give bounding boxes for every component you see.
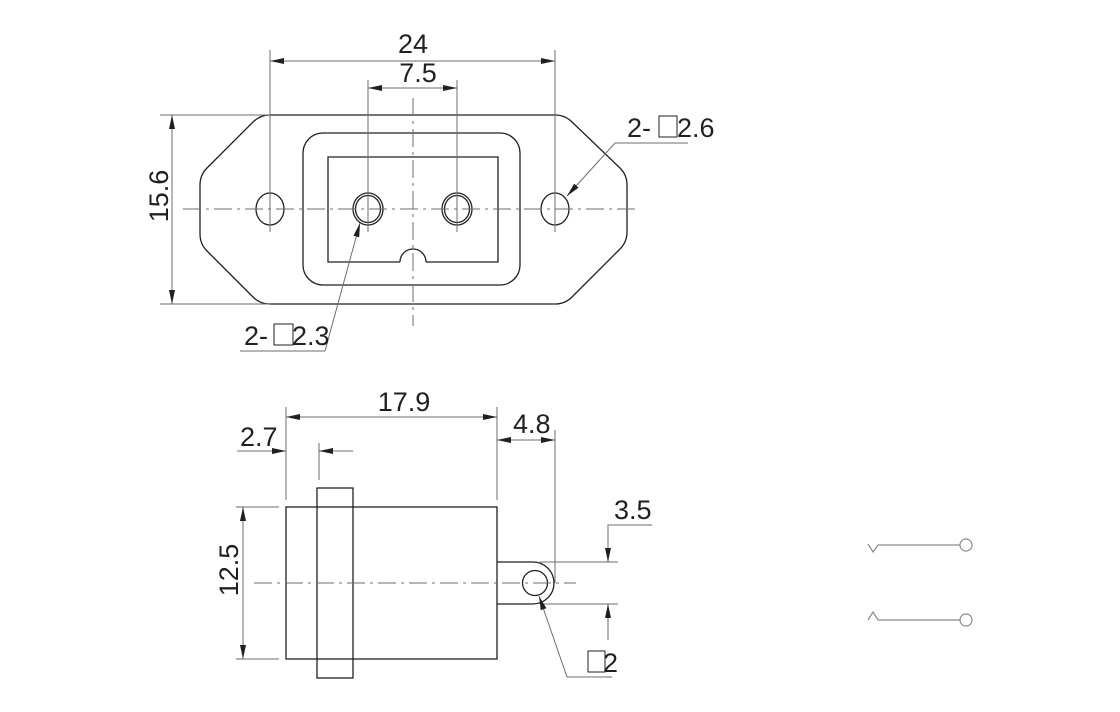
mount-hole-prefix: 2- xyxy=(627,113,651,143)
dimension-flange-offset: 2.7 xyxy=(240,422,278,452)
tab-hole-size: 2 xyxy=(603,648,618,678)
contact-lower xyxy=(867,610,960,621)
mount-hole-size: 2.6 xyxy=(677,113,715,143)
dimension-overall-width: 24 xyxy=(398,29,428,59)
square-symbol xyxy=(658,115,678,138)
contact-upper xyxy=(867,543,960,554)
terminal-lower-icon xyxy=(959,613,973,627)
socket-inner-cavity xyxy=(327,156,499,263)
dimension-overall-height: 15.6 xyxy=(144,170,174,223)
dimension-line-tab-height xyxy=(605,524,652,562)
square-symbol xyxy=(587,650,606,673)
dimension-tab-height: 3.5 xyxy=(614,495,652,525)
side-view: 17.9 2.7 4.8 12.5 3.5 2 xyxy=(214,387,652,679)
dimension-tab-length: 4.8 xyxy=(513,409,551,439)
polarity-notch xyxy=(399,248,427,263)
mounting-plate-outline xyxy=(199,114,628,305)
leader-mount-hole xyxy=(566,142,688,197)
leader-tab-hole xyxy=(538,595,612,678)
dimension-body-height: 12.5 xyxy=(214,544,244,597)
terminal-upper-icon xyxy=(959,538,973,552)
leader-pin-hole xyxy=(240,222,361,352)
pin-hole-prefix: 2- xyxy=(244,321,268,351)
socket-outer-frame xyxy=(302,132,521,286)
dimension-body-length: 17.9 xyxy=(378,387,431,417)
square-symbol xyxy=(273,323,294,346)
top-view: 24 7.5 15.6 2- 2.6 2- 2.3 xyxy=(144,29,715,352)
contact-symbol xyxy=(867,538,973,627)
pin-hole-size: 2.3 xyxy=(292,321,330,351)
dimension-pin-spacing: 7.5 xyxy=(399,58,437,88)
